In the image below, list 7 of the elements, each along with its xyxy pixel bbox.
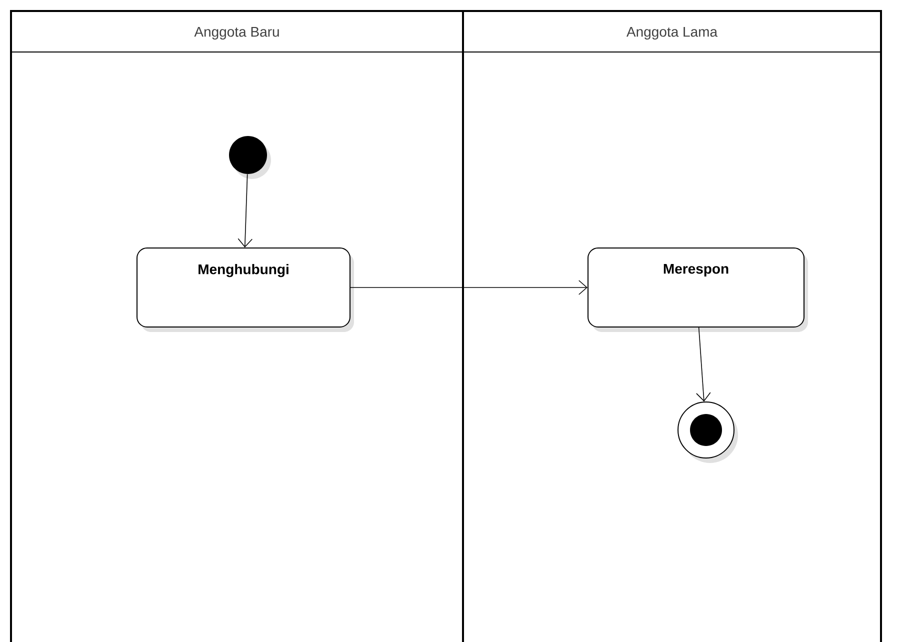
arrow [238,174,253,248]
activity-box: Merespon [588,248,808,332]
arrow [696,327,711,402]
start-node [229,136,271,179]
arrow [350,280,588,295]
activity-box: Menghubungi [136,248,354,332]
end-node [678,402,738,463]
